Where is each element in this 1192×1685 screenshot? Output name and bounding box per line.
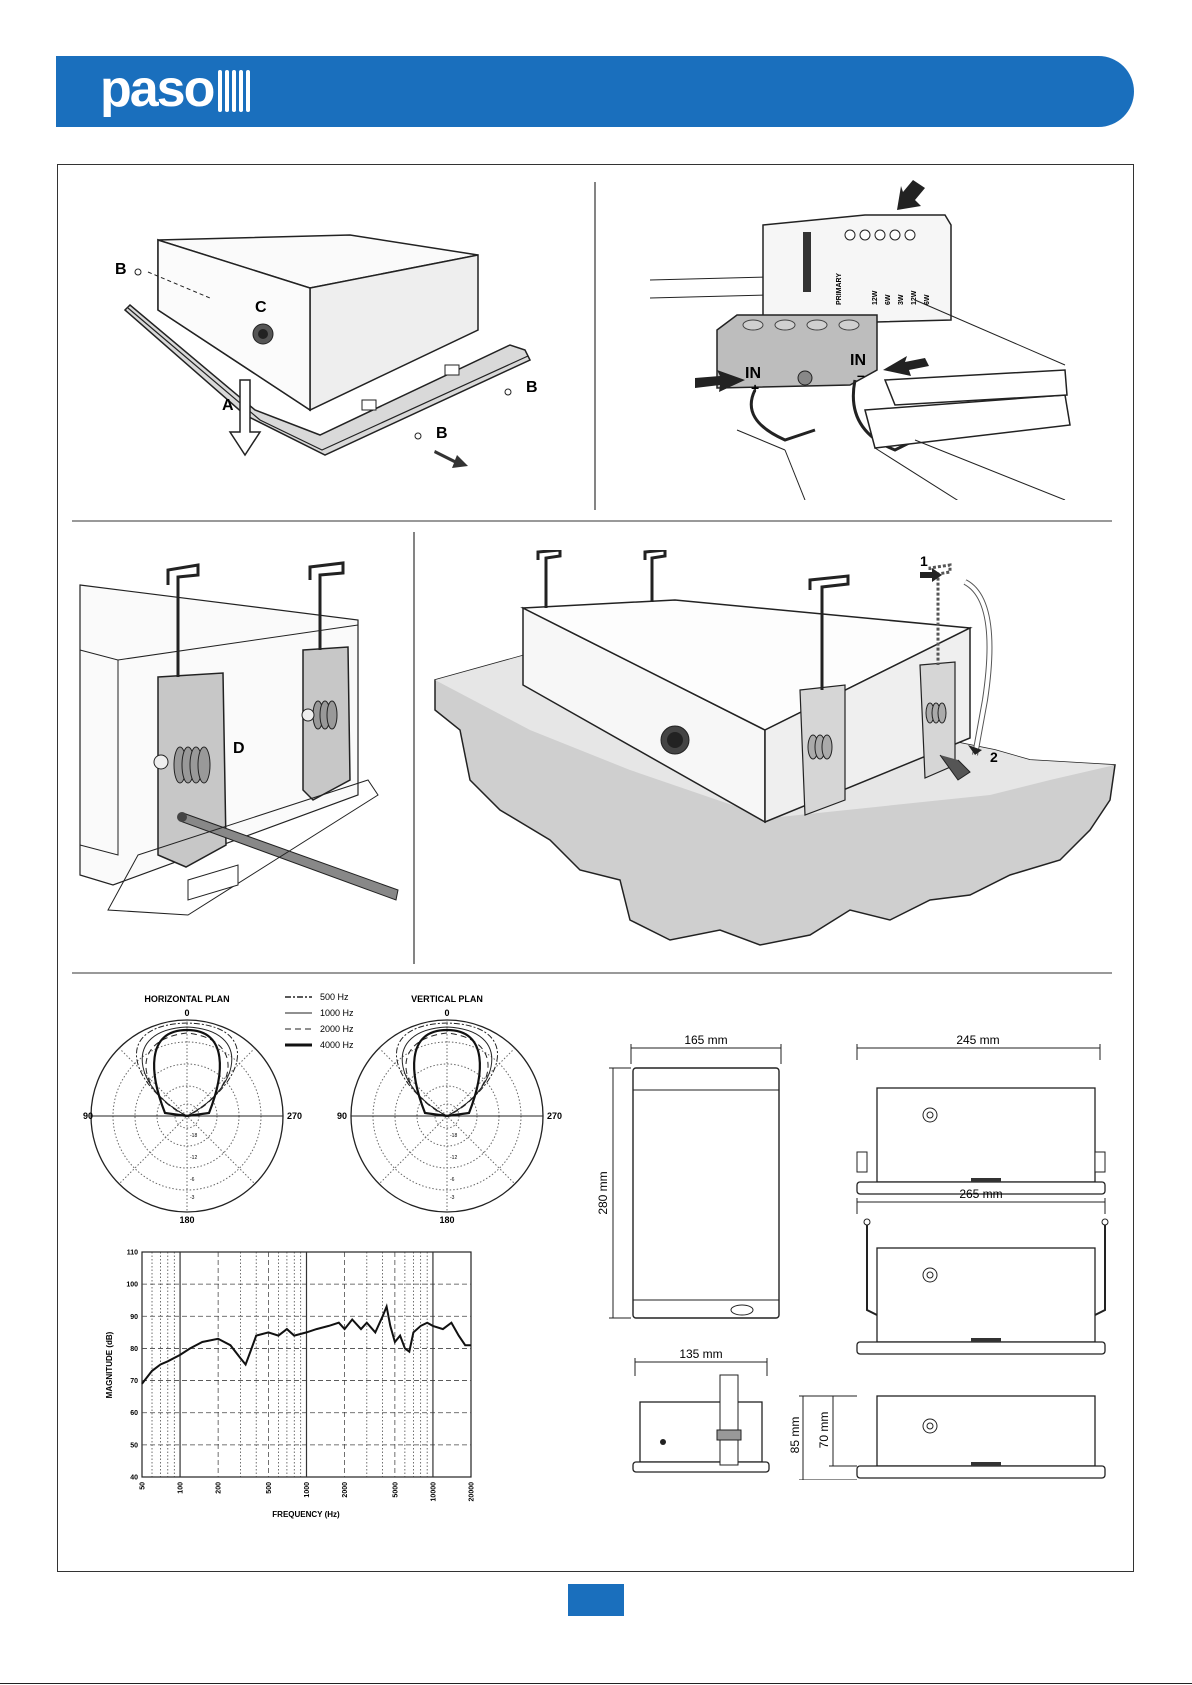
end-view: 135 mm bbox=[632, 1347, 770, 1473]
h-ring-18: -18 bbox=[190, 1133, 197, 1139]
x-tick: 10000 bbox=[430, 1482, 437, 1502]
h-ring-12: -12 bbox=[190, 1155, 197, 1161]
frequency-response-chart: 110 100 90 80 70 60 50 40 50 100 200 500… bbox=[105, 1250, 476, 1520]
label-b-2: B bbox=[526, 379, 538, 396]
y-tick: 100 bbox=[126, 1282, 138, 1289]
y-tick: 60 bbox=[130, 1410, 138, 1417]
label-b-3: B bbox=[436, 425, 448, 442]
dimension-drawings: 165 mm 280 mm 245 mm 265 mm bbox=[596, 1033, 1109, 1480]
legend-1000hz: 1000 Hz bbox=[320, 1008, 354, 1018]
spring-clamp-illustration: D bbox=[79, 561, 399, 916]
v-ring-6: -6 bbox=[450, 1177, 455, 1183]
y-tick: 80 bbox=[130, 1346, 138, 1353]
v-angle-0: 0 bbox=[444, 1008, 449, 1018]
tap-6w-a: 6W bbox=[885, 294, 892, 305]
dim-265mm: 265 mm bbox=[959, 1187, 1002, 1201]
h-angle-180: 180 bbox=[179, 1215, 194, 1225]
step-1: 1 bbox=[920, 553, 928, 569]
legend-2000hz: 2000 Hz bbox=[320, 1024, 354, 1034]
label-minus: – bbox=[857, 367, 865, 383]
label-in-minus: IN bbox=[850, 352, 866, 369]
svg-text:paso: paso bbox=[100, 60, 214, 118]
h-angle-270: 270 bbox=[287, 1111, 302, 1121]
v-ring-18: -18 bbox=[450, 1133, 457, 1139]
polar-horizontal: 0 90 270 180 -18 -12 -6 -3 bbox=[83, 1008, 302, 1225]
h-angle-90: 90 bbox=[83, 1111, 93, 1121]
x-tick: 500 bbox=[266, 1482, 273, 1494]
tap-12w-a: 12W bbox=[872, 290, 879, 305]
cover-removal-illustration: B C B A B bbox=[115, 234, 538, 468]
tap-12w-b: 12W bbox=[911, 290, 918, 305]
front-view: 165 mm 280 mm bbox=[596, 1033, 782, 1319]
y-axis-label: MAGNITUDE (dB) bbox=[105, 1331, 114, 1398]
label-in-plus: IN bbox=[745, 365, 761, 382]
y-tick: 40 bbox=[130, 1475, 138, 1482]
legend-4000hz: 4000 Hz bbox=[320, 1040, 354, 1050]
y-tick: 70 bbox=[130, 1378, 138, 1385]
tap-primary: PRIMARY bbox=[836, 273, 843, 305]
polar-vertical: 0 90 270 180 -18 -12 -6 -3 bbox=[337, 1008, 562, 1225]
dim-135mm: 135 mm bbox=[679, 1347, 722, 1361]
label-plus: + bbox=[751, 380, 759, 396]
side-view-clamps: 265 mm bbox=[856, 1187, 1109, 1355]
plot-grid bbox=[142, 1252, 471, 1477]
side-view: 245 mm bbox=[856, 1033, 1106, 1195]
x-tick: 200 bbox=[216, 1482, 223, 1494]
dim-245mm: 245 mm bbox=[956, 1033, 999, 1047]
x-tick: 2000 bbox=[342, 1482, 349, 1498]
label-b-1: B bbox=[115, 261, 127, 278]
legend-500hz: 500 Hz bbox=[320, 992, 349, 1002]
label-d: D bbox=[233, 740, 245, 757]
page-number-badge bbox=[568, 1584, 624, 1616]
h-angle-0: 0 bbox=[184, 1008, 189, 1018]
tap-6w-b: 6W bbox=[924, 294, 931, 305]
v-angle-90: 90 bbox=[337, 1111, 347, 1121]
response-curve bbox=[141, 1303, 471, 1385]
label-a: A bbox=[222, 397, 234, 414]
x-tick: 100 bbox=[178, 1482, 185, 1494]
content-frame bbox=[57, 164, 1134, 1572]
step-2: 2 bbox=[990, 749, 998, 765]
dim-280mm: 280 mm bbox=[596, 1171, 610, 1214]
dim-70mm: 70 mm bbox=[817, 1412, 831, 1449]
y-tick-labels: 110 100 90 80 70 60 50 40 bbox=[126, 1250, 138, 1482]
x-tick: 1000 bbox=[304, 1482, 311, 1498]
polar-legend: 500 Hz 1000 Hz 2000 Hz 4000 Hz bbox=[285, 992, 354, 1050]
y-tick: 110 bbox=[127, 1250, 138, 1257]
wiring-illustration: PRIMARY 12W 6W 3W 12W 6W IN + IN – bbox=[649, 180, 1071, 500]
tap-3w: 3W bbox=[898, 294, 905, 305]
y-tick: 90 bbox=[130, 1314, 138, 1321]
x-tick: 50 bbox=[140, 1482, 147, 1490]
x-tick-labels: 50 100 200 500 1000 2000 5000 10000 2000… bbox=[140, 1482, 476, 1502]
dim-85mm: 85 mm bbox=[788, 1417, 802, 1454]
paso-logo: paso bbox=[100, 60, 250, 118]
ceiling-installation-illustration: 1 2 bbox=[434, 550, 1116, 946]
horizontal-plan-title: HORIZONTAL PLAN bbox=[144, 994, 229, 1004]
v-angle-180: 180 bbox=[439, 1215, 454, 1225]
x-axis-label: FREQUENCY (Hz) bbox=[272, 1510, 340, 1519]
x-tick: 20000 bbox=[469, 1482, 476, 1502]
bottom-rule bbox=[0, 1683, 1192, 1684]
depth-view: 85 mm 70 mm bbox=[788, 1395, 1106, 1480]
x-tick: 5000 bbox=[392, 1482, 399, 1498]
vertical-plan-title: VERTICAL PLAN bbox=[411, 994, 483, 1004]
y-tick: 50 bbox=[130, 1442, 138, 1449]
h-ring-3: -3 bbox=[190, 1195, 195, 1201]
label-c: C bbox=[255, 299, 267, 316]
polar-diagrams: HORIZONTAL PLAN VERTICAL PLAN 0 90 270 1… bbox=[83, 992, 562, 1225]
h-ring-6: -6 bbox=[190, 1177, 195, 1183]
v-angle-270: 270 bbox=[547, 1111, 562, 1121]
v-ring-12: -12 bbox=[450, 1155, 457, 1161]
dim-165mm: 165 mm bbox=[684, 1033, 727, 1047]
v-ring-3: -3 bbox=[450, 1195, 455, 1201]
